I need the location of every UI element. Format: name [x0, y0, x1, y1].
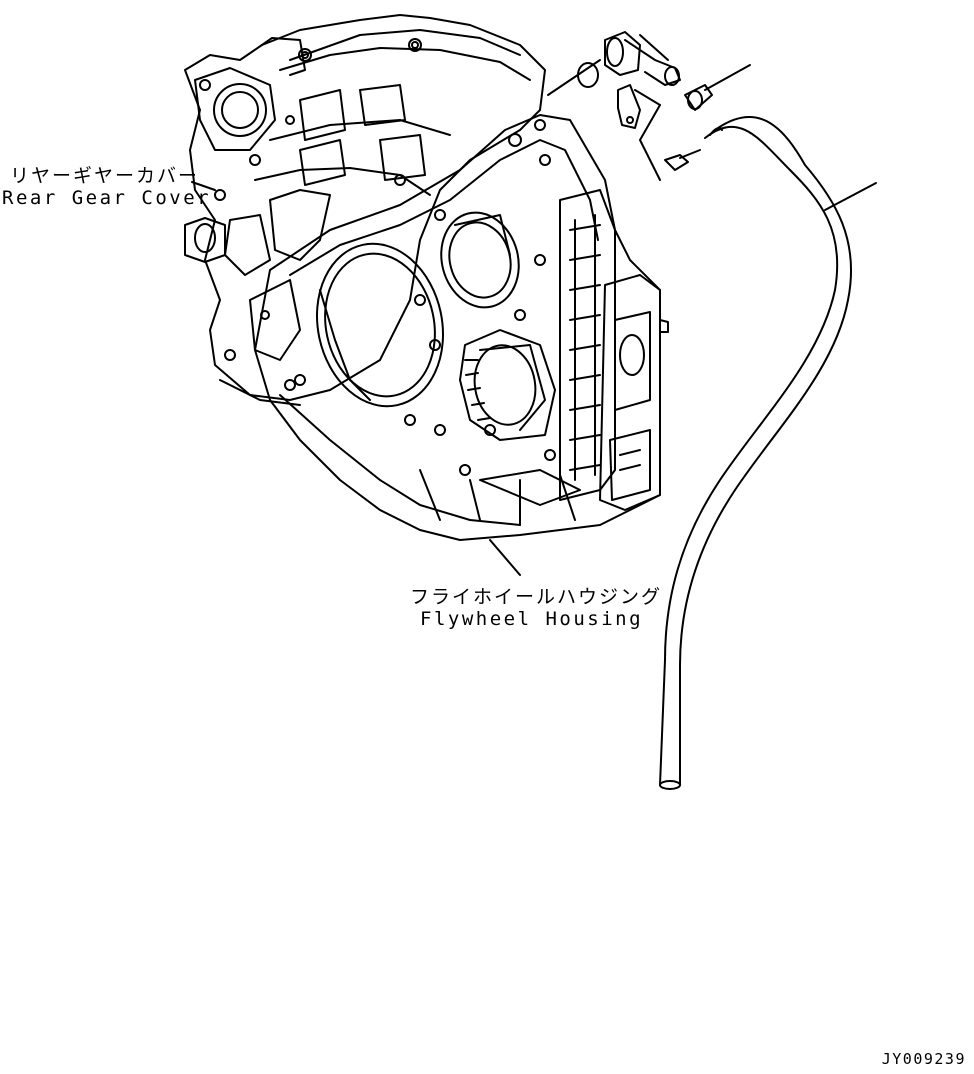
breather-parts: [548, 32, 750, 180]
rear-gear-cover-label-jp: リヤーギヤーカバー: [10, 165, 200, 187]
leader-lines: [192, 182, 520, 575]
breather-hose: [660, 117, 876, 789]
flywheel-housing-label-en: Flywheel Housing: [420, 608, 644, 630]
figure-number: JY009239: [881, 1050, 966, 1068]
flywheel-housing-label-jp: フライホイールハウジング: [410, 586, 663, 608]
rear-gear-cover-label-en: Rear Gear Cover: [2, 187, 212, 209]
rear-gear-cover: [185, 15, 545, 405]
flywheel-housing: [255, 115, 668, 540]
